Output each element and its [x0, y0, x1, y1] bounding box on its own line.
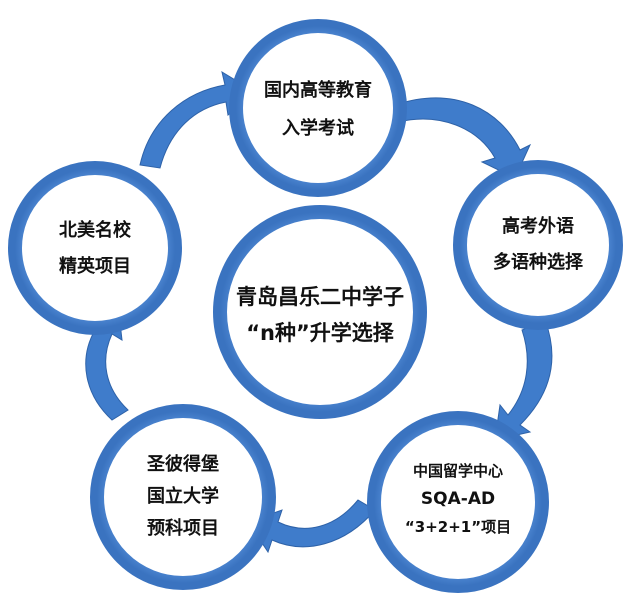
arrow-right-to-bottomright — [494, 319, 553, 441]
node-spbu: 圣彼得堡 国立大学 预科项目 — [90, 404, 276, 590]
node-northamerica-line2: 精英项目 — [59, 255, 131, 277]
node-gaokao-line1: 国内高等教育 — [264, 79, 372, 101]
node-language-line2: 多语种选择 — [493, 251, 584, 273]
center-title-line1: 青岛昌乐二中学子 — [236, 285, 404, 309]
cycle-arrows — [82, 70, 553, 554]
node-spbu-line1: 圣彼得堡 — [146, 453, 219, 475]
center-title-line2: “n种”升学选择 — [246, 321, 395, 345]
node-gaokao-line2: 入学考试 — [282, 117, 354, 139]
node-language-line1: 高考外语 — [502, 215, 574, 237]
node-sqa-line3: “3+2+1”项目 — [405, 518, 511, 536]
node-gaokao: 国内高等教育 入学考试 — [229, 19, 407, 197]
center-node: 青岛昌乐二中学子 “n种”升学选择 — [213, 205, 427, 419]
node-sqa: 中国留学中心 SQA-AD “3+2+1”项目 — [367, 411, 549, 593]
node-spbu-line2: 国立大学 — [147, 485, 219, 507]
node-northamerica-line1: 北美名校 — [59, 219, 132, 241]
node-sqa-line1: 中国留学中心 — [413, 462, 503, 480]
node-northamerica: 北美名校 精英项目 — [8, 161, 182, 335]
node-language: 高考外语 多语种选择 — [453, 160, 623, 330]
node-sqa-line2: SQA-AD — [421, 489, 495, 509]
node-spbu-line3: 预科项目 — [147, 517, 219, 539]
